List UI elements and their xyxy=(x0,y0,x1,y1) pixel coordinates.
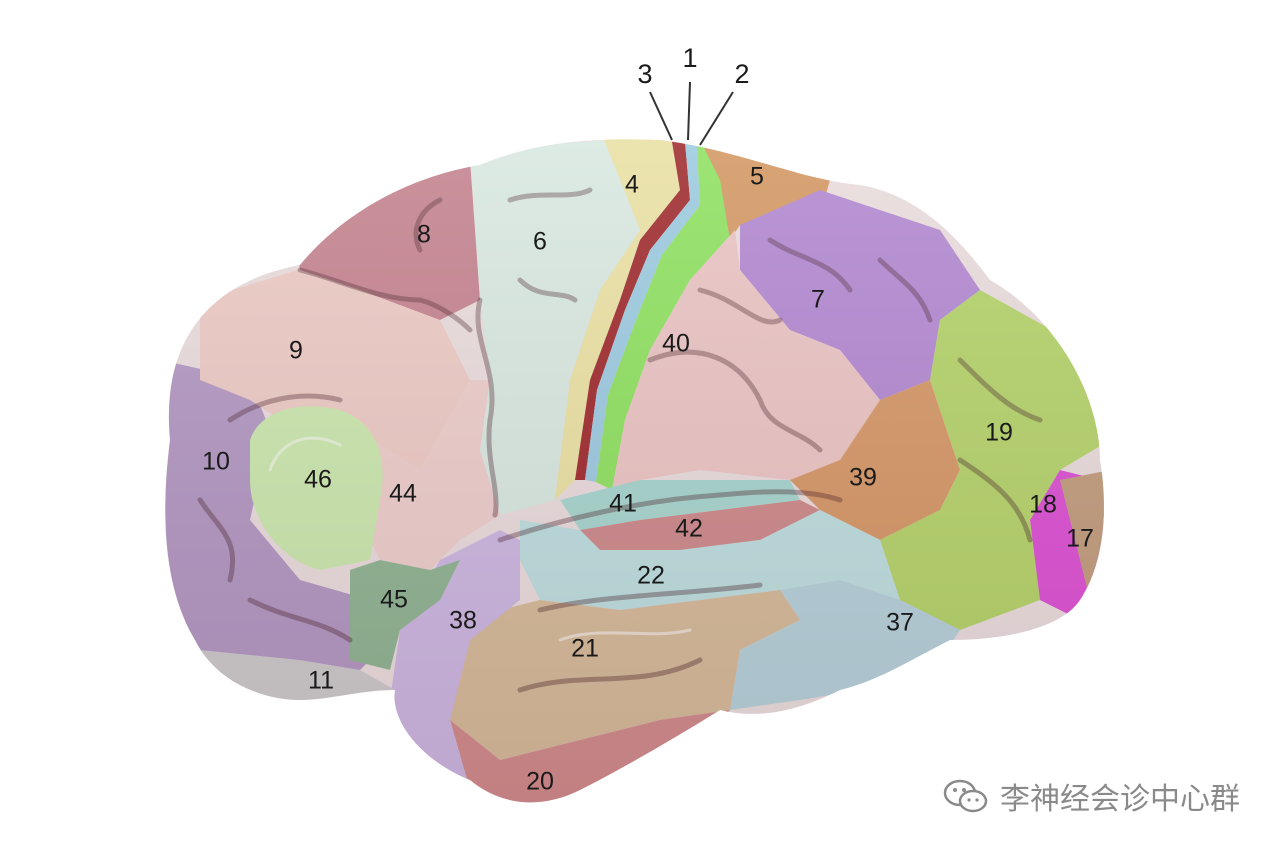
area-label-21: 21 xyxy=(571,635,599,663)
area-label-17: 17 xyxy=(1066,525,1094,553)
area-label-2: 2 xyxy=(734,59,749,89)
area-label-38: 38 xyxy=(449,607,477,635)
area-label-39: 39 xyxy=(849,464,877,492)
watermark: 李神经会诊中心群 xyxy=(942,774,1240,818)
area-label-7: 7 xyxy=(811,286,825,314)
area-label-44: 44 xyxy=(389,480,417,508)
area-label-3: 3 xyxy=(637,59,652,89)
area-label-8: 8 xyxy=(417,221,431,249)
leader-line-3 xyxy=(649,91,673,141)
area-label-42: 42 xyxy=(675,515,703,543)
watermark-text: 李神经会诊中心群 xyxy=(1000,782,1240,817)
area-label-41: 41 xyxy=(609,490,637,518)
wechat-icon xyxy=(943,779,988,813)
area-label-18: 18 xyxy=(1029,491,1057,519)
leader-line-2 xyxy=(699,91,734,146)
area-label-5: 5 xyxy=(750,163,764,191)
area-label-40: 40 xyxy=(662,330,690,358)
area-label-9: 9 xyxy=(289,337,303,365)
leader-line-1 xyxy=(687,81,691,141)
area-label-4: 4 xyxy=(625,171,639,199)
area-label-1: 1 xyxy=(682,43,697,73)
area-label-10: 10 xyxy=(202,448,230,476)
area-label-46: 46 xyxy=(304,466,332,494)
area-label-45: 45 xyxy=(380,586,408,614)
area-label-20: 20 xyxy=(526,768,554,796)
area-label-22: 22 xyxy=(637,562,665,590)
area-label-6: 6 xyxy=(533,228,547,256)
area-label-37: 37 xyxy=(886,609,914,637)
area-label-11: 11 xyxy=(308,667,334,695)
area-label-19: 19 xyxy=(985,419,1013,447)
